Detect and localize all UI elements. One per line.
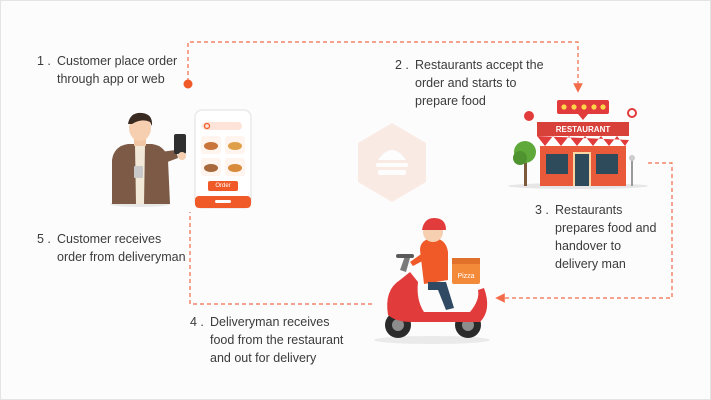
restaurant-sign: RESTAURANT bbox=[556, 125, 611, 134]
step-2-text: Restaurants accept the order and starts … bbox=[415, 58, 544, 108]
connector-start-dot bbox=[183, 79, 193, 89]
step-1-number: 1 . bbox=[37, 54, 51, 68]
restaurant-illustration bbox=[508, 100, 648, 189]
pizza-box-label: Pizza bbox=[457, 273, 474, 280]
step-1: 1 . Customer place order through app or … bbox=[37, 52, 177, 88]
step-2: 2 . Restaurants accept the order and sta… bbox=[395, 56, 544, 110]
step-3-text: Restaurants prepares food and handover t… bbox=[555, 203, 657, 271]
step-4: 4 . Deliveryman receives food from the r… bbox=[190, 313, 343, 367]
step-2-number: 2 . bbox=[395, 58, 409, 72]
connector-4-to-5 bbox=[189, 212, 372, 305]
step-5: 5 . Customer receives order from deliver… bbox=[37, 230, 186, 266]
phone-app-mockup bbox=[194, 109, 252, 209]
step-4-number: 4 . bbox=[190, 315, 204, 329]
customer-illustration bbox=[110, 112, 186, 207]
step-1-text: Customer place order through app or web bbox=[57, 54, 178, 86]
step-5-number: 5 . bbox=[37, 232, 51, 246]
watermark-hexagon-icon bbox=[358, 123, 426, 202]
connector-3-to-4 bbox=[495, 162, 673, 303]
step-5-text: Customer receives order from deliveryman bbox=[57, 232, 186, 264]
connector-1-to-2 bbox=[187, 41, 583, 93]
delivery-scooter-illustration bbox=[374, 218, 490, 344]
step-4-text: Deliveryman receives food from the resta… bbox=[210, 315, 344, 365]
step-3-number: 3 . bbox=[535, 203, 549, 217]
step-3: 3 . Restaurants prepares food and handov… bbox=[535, 201, 656, 273]
phone-order-button: Order bbox=[215, 183, 231, 189]
